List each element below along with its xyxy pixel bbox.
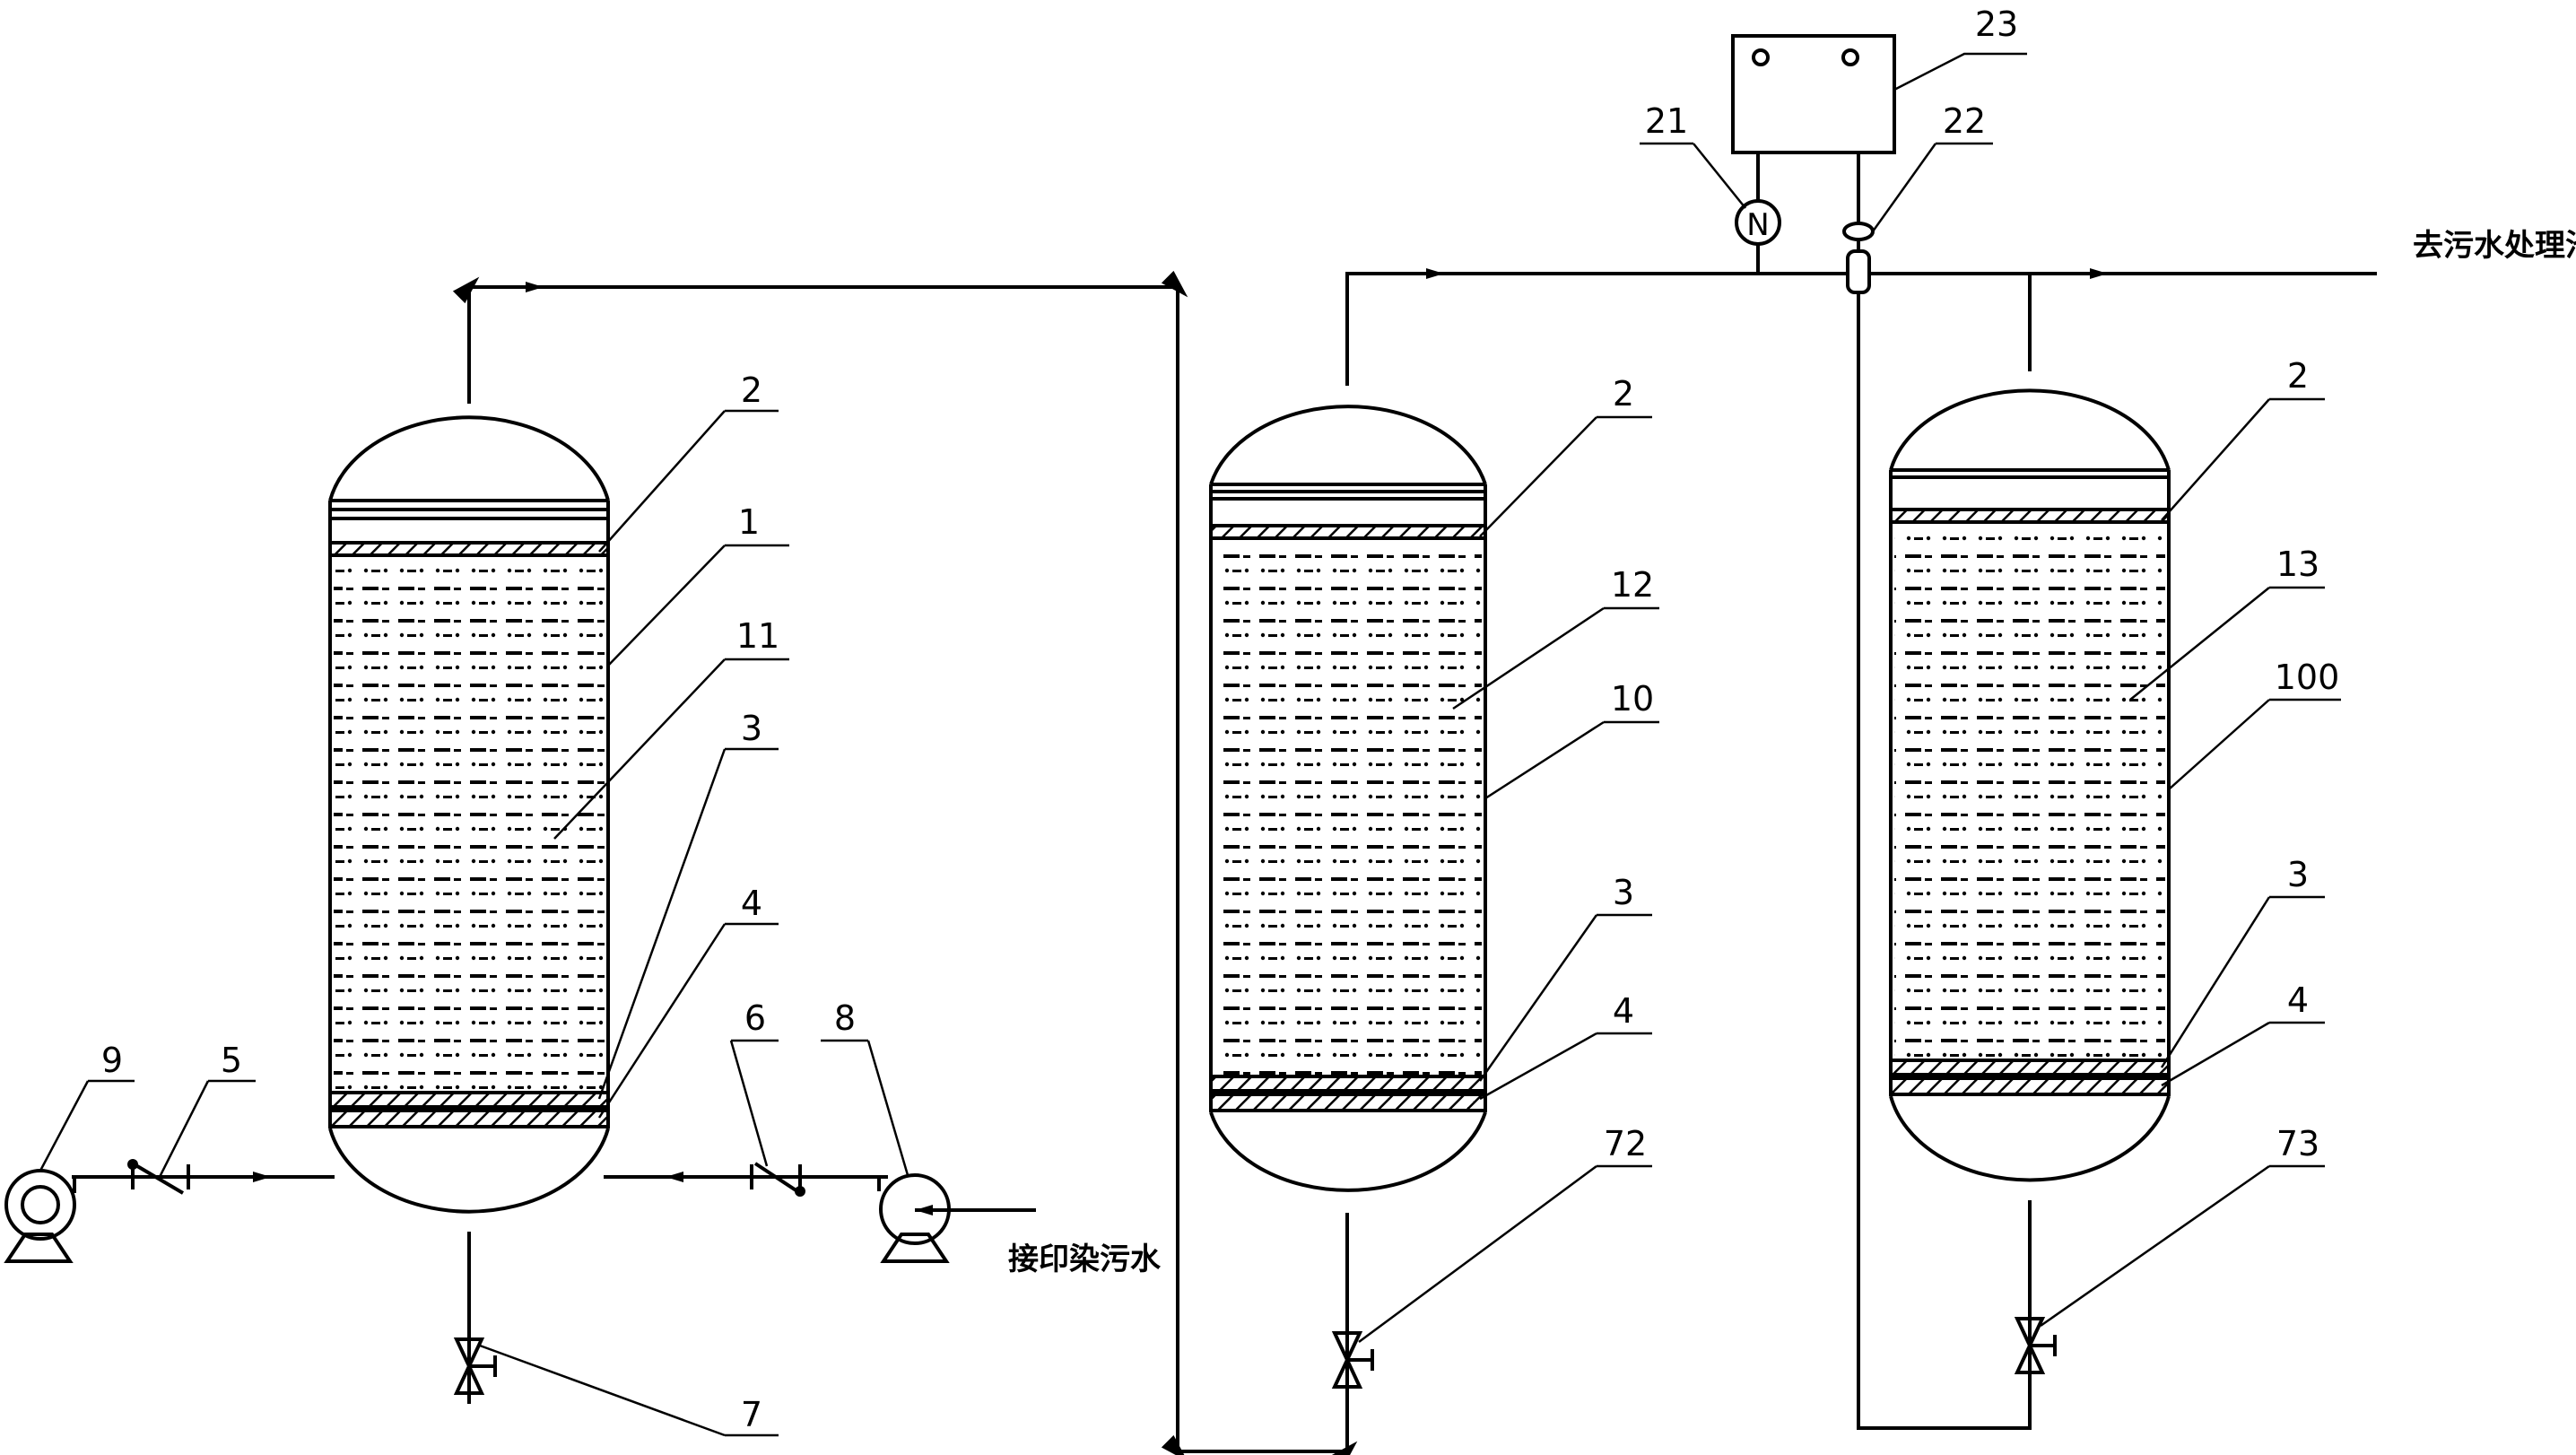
check-valve-6[interactable] — [750, 1162, 802, 1195]
part-labels: 2 1 11 3 4 7 9 5 6 8 2 12 10 3 4 72 2 13… — [101, 4, 2339, 1434]
arrow-r1-outlet — [526, 282, 544, 292]
reactor-3-bottom-head — [1889, 1095, 2171, 1182]
label-4-reactor2: 4 — [1613, 991, 1634, 1031]
reactor-1-bottom-head — [328, 1128, 610, 1214]
blower-9[interactable] — [4, 1169, 76, 1263]
pipe-r2-outlet — [1345, 272, 1848, 386]
valve-72[interactable] — [1331, 1331, 1374, 1389]
label-72: 72 — [1604, 1124, 1647, 1163]
label-2-reactor3: 2 — [2287, 356, 2309, 396]
label-7: 7 — [741, 1395, 762, 1434]
reactor-2-bottom-head — [1209, 1111, 1487, 1192]
label-1: 1 — [738, 502, 760, 542]
label-21: 21 — [1645, 101, 1688, 141]
pump-8[interactable] — [877, 1173, 951, 1263]
valve-7[interactable] — [453, 1337, 497, 1395]
reactor-1-media-bed — [334, 558, 605, 1091]
arrow-water-flow — [666, 1172, 683, 1182]
label-4-reactor3: 4 — [2287, 980, 2309, 1020]
label-13: 13 — [2276, 545, 2319, 584]
reactor-3-top-head — [1889, 388, 2171, 471]
reactor-2-gravel-layer — [1209, 1093, 1487, 1112]
arrow-air-flow — [253, 1172, 271, 1182]
label-6: 6 — [744, 998, 766, 1038]
reactor-3-gravel-layer — [1889, 1076, 2171, 1096]
reactor-2 — [1209, 405, 1487, 1192]
sensor-22 — [1842, 222, 1875, 294]
label-3-reactor3: 3 — [2287, 855, 2309, 894]
label-4-reactor1: 4 — [741, 884, 762, 923]
label-2-reactor1: 2 — [741, 370, 762, 410]
label-73: 73 — [2276, 1124, 2319, 1163]
leader-lines — [39, 52, 2341, 1437]
reactor-1-gravel-layer — [328, 1109, 610, 1128]
inlet-caption: 接印染污水 — [1008, 1242, 1162, 1277]
reactor-3-top-screen — [1889, 508, 2171, 524]
reactor-2-media-bed — [1214, 542, 1482, 1075]
label-11: 11 — [736, 616, 779, 656]
label-100: 100 — [2275, 658, 2340, 697]
reactor-3-media-bed — [1894, 526, 2165, 1059]
reactor-1-top-screen — [328, 541, 610, 557]
reactor-2-top-screen — [1209, 524, 1487, 540]
label-23: 23 — [1975, 4, 2018, 44]
flow-meter-21: N — [1735, 199, 1781, 246]
label-2-reactor2: 2 — [1613, 374, 1634, 414]
control-box-23 — [1731, 34, 1896, 154]
label-5: 5 — [221, 1041, 242, 1080]
label-8: 8 — [834, 998, 856, 1038]
reactor-1-support-screen — [328, 1091, 610, 1109]
piping — [72, 152, 2377, 1455]
arrow-final-outlet — [2090, 268, 2108, 279]
label-12: 12 — [1611, 565, 1654, 605]
label-10: 10 — [1611, 679, 1654, 719]
reactor-3-support-screen — [1889, 1059, 2171, 1076]
flow-meter-symbol: N — [1746, 207, 1769, 243]
label-3-reactor1: 3 — [741, 709, 762, 748]
pipe-r3-bypass — [1857, 274, 2032, 1430]
reactor-2-support-screen — [1209, 1075, 1487, 1093]
label-22: 22 — [1943, 101, 1986, 141]
reactor-1-top-head — [328, 415, 610, 501]
valve-73[interactable] — [2014, 1317, 2057, 1374]
reactor-3 — [1889, 388, 2171, 1182]
reactor-2-top-head — [1209, 405, 1487, 485]
label-3-reactor2: 3 — [1613, 873, 1634, 912]
reactor-1 — [328, 415, 610, 1214]
label-9: 9 — [101, 1041, 123, 1080]
outlet-caption: 去污水处理池 — [2413, 228, 2576, 264]
arrow-r2-outlet — [1426, 268, 1444, 279]
